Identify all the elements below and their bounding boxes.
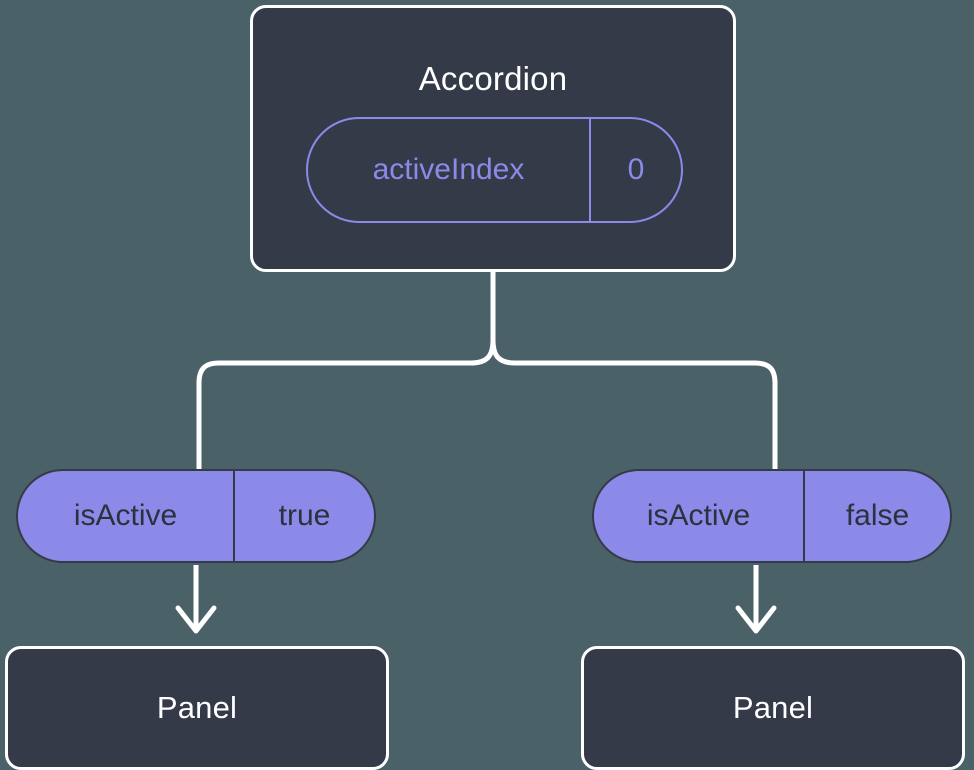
panel-node-right[interactable]: Panel (581, 646, 965, 770)
prop-pill-value: false (845, 499, 910, 532)
state-pill-active-index[interactable]: activeIndex 0 (306, 117, 683, 223)
panel-node-title: Panel (156, 690, 238, 725)
arrow-head-right (735, 605, 777, 634)
prop-pill-key: isActive (18, 471, 235, 561)
prop-pill-value: true (278, 499, 331, 532)
state-pill-value: 0 (627, 153, 645, 186)
panel-node-title: Panel (732, 690, 814, 725)
accordion-node-title: Accordion (418, 60, 568, 97)
connector-branch-right (490, 337, 778, 473)
prop-pill-key: isActive (594, 471, 805, 561)
arrow-head-left (175, 605, 217, 634)
panel-node-left[interactable]: Panel (5, 646, 389, 770)
state-pill-key: activeIndex (308, 119, 591, 221)
connector-branch-left (196, 337, 496, 473)
prop-pill-is-active-true[interactable]: isActive true (16, 469, 376, 563)
prop-pill-is-active-false[interactable]: isActive false (592, 469, 952, 563)
